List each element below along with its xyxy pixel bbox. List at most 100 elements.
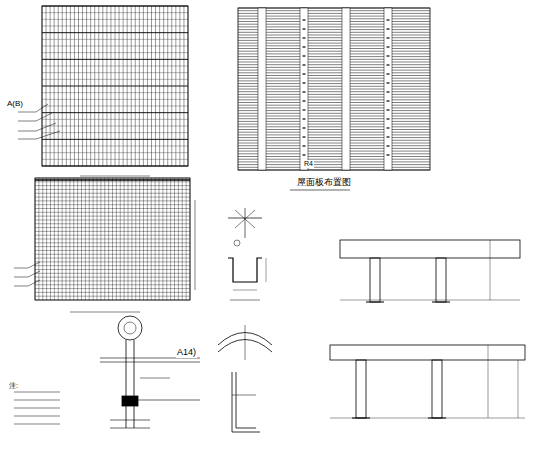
drawing-rect	[356, 360, 366, 418]
drawing-line	[35, 231, 190, 232]
drawing-line	[36, 113, 52, 121]
drawing-line	[35, 296, 190, 297]
drawing-line	[303, 127, 306, 128]
drawing-line	[303, 145, 306, 146]
drawing-line	[35, 178, 190, 179]
drawing-line	[35, 189, 190, 190]
drawing-label: R4	[303, 160, 314, 168]
drawing-line	[134, 340, 135, 428]
drawing-line	[238, 161, 430, 162]
drawing-line	[14, 392, 60, 393]
drawing-line	[366, 302, 384, 303]
drawing-line	[303, 46, 306, 47]
drawing-line	[238, 72, 430, 73]
drawing-line	[238, 121, 430, 122]
drawing-line	[387, 64, 390, 65]
drawing-line	[238, 148, 430, 149]
drawing-line	[387, 73, 390, 74]
drawing-line	[35, 185, 190, 186]
drawing-line	[238, 8, 430, 9]
drawing-line	[303, 118, 306, 119]
drawing-line	[110, 420, 150, 421]
drawing-line	[36, 123, 56, 131]
drawing-label: 屋面板布置图	[296, 178, 352, 188]
drawing-line	[42, 92, 188, 93]
drawing-line	[238, 56, 430, 57]
drawing-line	[35, 223, 190, 224]
drawing-line	[28, 271, 40, 277]
drawing-line	[42, 19, 188, 20]
drawing-line	[518, 360, 519, 418]
drawing-line	[238, 62, 430, 63]
drawing-line	[238, 107, 430, 108]
drawing-line	[42, 66, 188, 67]
drawing-line	[303, 154, 306, 155]
drawing-rect	[300, 8, 308, 170]
drawing-line	[35, 216, 190, 217]
drawing-line	[238, 91, 430, 92]
drawing-line	[303, 100, 306, 101]
drawing-line	[18, 121, 36, 122]
drawing-line	[238, 37, 430, 38]
drawing-line	[238, 45, 430, 46]
drawing-line	[238, 118, 430, 119]
drawing-line	[35, 300, 190, 301]
drawing-line	[238, 134, 430, 135]
drawing-line	[238, 94, 430, 95]
drawing-line	[303, 64, 306, 65]
drawing-line	[238, 75, 430, 76]
drawing-line	[14, 268, 28, 269]
drawing-line	[303, 55, 306, 56]
drawing-line	[42, 139, 188, 140]
drawing-line	[238, 10, 430, 11]
drawing-line	[126, 340, 127, 428]
drawing-line	[42, 72, 188, 73]
drawing-line	[230, 300, 260, 301]
drawing-line	[490, 240, 491, 300]
drawing-line	[14, 400, 60, 401]
drawing-line	[35, 258, 190, 259]
drawing-line	[18, 112, 36, 113]
drawing-line	[238, 137, 430, 138]
drawing-line	[238, 48, 430, 49]
drawing-line	[387, 109, 390, 110]
drawing-line	[303, 91, 306, 92]
drawing-line	[238, 13, 430, 14]
drawing-line	[238, 97, 430, 98]
drawing-line	[387, 55, 390, 56]
drawing-line	[232, 395, 256, 396]
drawing-line	[35, 193, 190, 194]
drawing-line	[432, 302, 450, 303]
drawing-rect	[384, 8, 392, 170]
drawing-line	[80, 176, 150, 177]
drawing-line	[387, 100, 390, 101]
drawing-line	[387, 46, 390, 47]
drawing-line	[35, 261, 190, 262]
drawing-line	[42, 12, 188, 13]
drawing-line	[36, 104, 48, 112]
drawing-line	[130, 400, 200, 401]
drawing-line	[387, 28, 390, 29]
drawing-line	[238, 70, 430, 71]
drawing-line	[35, 284, 190, 285]
drawing-line	[238, 51, 430, 52]
drawing-line	[238, 170, 430, 171]
drawing-rect	[432, 360, 442, 418]
drawing-line	[18, 131, 36, 132]
drawing-line	[238, 21, 430, 22]
drawing-line	[238, 89, 430, 90]
drawing-rect	[370, 258, 380, 302]
drawing-line	[42, 112, 188, 113]
drawing-line	[387, 118, 390, 119]
drawing-line	[35, 242, 190, 243]
drawing-line	[238, 164, 430, 165]
drawing-line	[42, 26, 188, 27]
drawing-rect	[330, 345, 525, 360]
drawing-line	[238, 78, 430, 79]
drawing-line	[238, 132, 430, 133]
drawing-line	[14, 424, 60, 425]
drawing-rect	[35, 178, 190, 300]
drawing-line	[235, 210, 255, 228]
drawing-line	[42, 46, 188, 47]
drawing-line	[238, 64, 430, 65]
